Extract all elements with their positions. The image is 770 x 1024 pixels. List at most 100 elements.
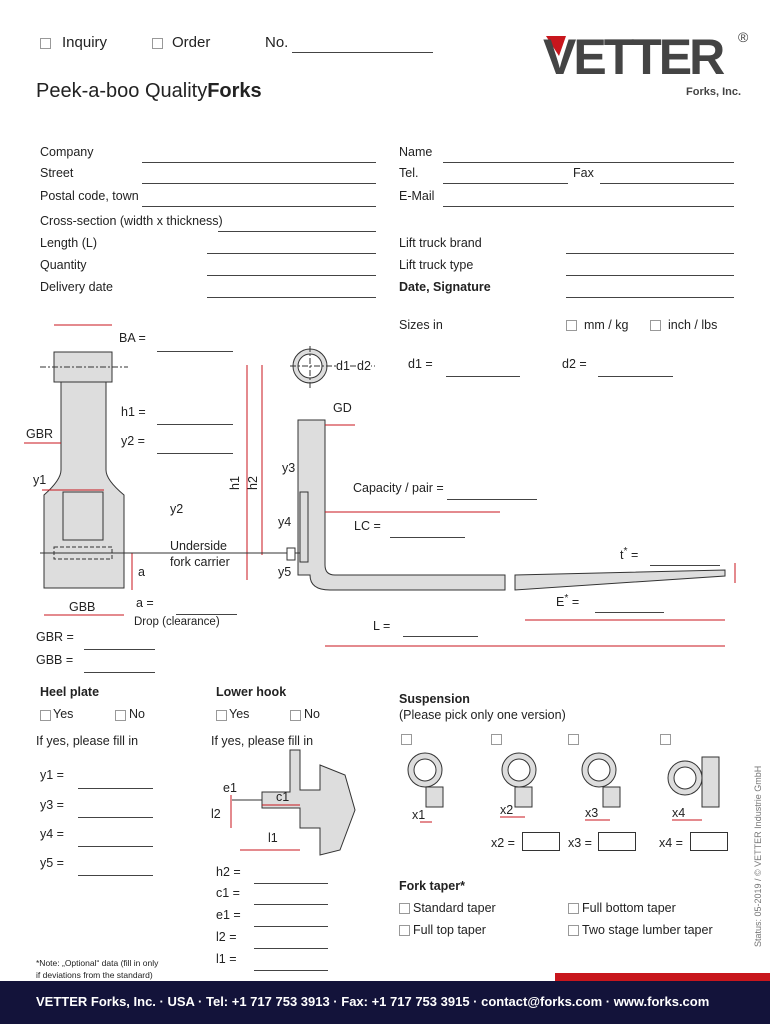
d2-eq-label: d2 = [562,357,587,371]
footer-contact: VETTER Forks, Inc. · USA · Tel: +1 717 7… [36,994,710,1009]
hook-l2-field[interactable] [254,948,328,949]
e1-dim: e1 [223,781,237,795]
e-eq: = [568,595,580,610]
length-field[interactable] [207,253,376,254]
hook-yes-checkbox[interactable] [216,710,227,721]
e-star: * [564,593,569,604]
ba-field[interactable] [157,351,233,352]
email-field[interactable] [443,206,734,207]
heel-no-checkbox[interactable] [115,710,126,721]
suspension-1-checkbox[interactable] [401,734,412,745]
a-eq-label: a = [136,596,154,610]
l2-dim: l2 [211,807,221,821]
quantity-field[interactable] [207,275,376,276]
order-label: Order [172,34,211,51]
hook-e1-field[interactable] [254,926,328,927]
hook-yes-label: Yes [229,707,250,721]
hook-no-label: No [304,707,320,721]
email-label: E-Mail [399,189,435,203]
heel-yes-label: Yes [53,707,74,721]
standard-taper-label: Standard taper [413,901,496,915]
h1-field[interactable] [157,424,233,425]
y2-dim: y2 [170,502,184,516]
name-label: Name [399,145,433,159]
hook-c1-field[interactable] [254,904,328,905]
d2-field[interactable] [598,376,673,377]
heel-yes-checkbox[interactable] [40,710,51,721]
hook-l1-field[interactable] [254,970,328,971]
x2-field[interactable] [522,832,560,851]
l-label: L = [373,619,391,633]
gd-dim: GD [333,401,352,415]
a-field[interactable] [176,614,237,615]
inquiry-checkbox[interactable] [40,38,51,49]
company-label: Company [40,145,94,159]
x3-field[interactable] [598,832,636,851]
hook-no-checkbox[interactable] [290,710,301,721]
gbr-field[interactable] [84,649,155,650]
gbb-field[interactable] [84,672,155,673]
x4-field[interactable] [690,832,728,851]
heel-y3-field[interactable] [78,817,153,818]
two-stage-taper-checkbox[interactable] [568,925,579,936]
d1-dim: d1 [336,359,350,373]
number-field[interactable] [292,52,433,53]
underside-label: Underside [170,539,227,553]
full-top-taper-checkbox[interactable] [399,925,410,936]
gbr-dim: GBR [26,427,54,441]
postal-field[interactable] [142,206,376,207]
y2-field[interactable] [157,453,233,454]
cross-section-field[interactable] [218,231,376,232]
tel-field[interactable] [443,183,568,184]
c1-dim: c1 [276,790,290,804]
x3-eq-label: x3 = [568,836,592,850]
hook-h2-field[interactable] [254,883,328,884]
registered-mark: ® [738,29,749,45]
x3-dim: x3 [585,806,599,820]
suspension-2-checkbox[interactable] [491,734,502,745]
lc-field[interactable] [390,537,465,538]
type-field[interactable] [566,275,734,276]
heel-plate-title: Heel plate [40,685,100,699]
mm-label: mm / kg [584,318,629,332]
t-field[interactable] [650,565,720,566]
standard-taper-checkbox[interactable] [399,903,410,914]
mm-checkbox[interactable] [566,320,577,331]
brand-label: Lift truck brand [399,236,482,250]
delivery-field[interactable] [207,297,376,298]
y5-dim: y5 [278,565,292,579]
lc-label: LC = [354,519,381,533]
lower-hook-title: Lower hook [216,685,287,699]
d1-eq-label: d1 = [408,357,433,371]
fax-field[interactable] [600,183,734,184]
date-signature-field[interactable] [566,297,734,298]
name-field[interactable] [443,162,734,163]
e-field[interactable] [595,612,664,613]
street-field[interactable] [142,183,376,184]
accent-bar [555,973,770,981]
heel-y3-label: y3 = [40,798,64,812]
h2-dim: h2 [245,476,260,490]
gbb-eq-label: GBB = [36,653,74,667]
hook-e1-label: e1 = [216,908,241,922]
d1-field[interactable] [446,376,520,377]
heel-y4-field[interactable] [78,846,153,847]
date-signature-label: Date, Signature [399,280,491,294]
suspension-4-checkbox[interactable] [660,734,671,745]
x4-dim: x4 [672,806,686,820]
y3-dim: y3 [282,461,296,475]
order-checkbox[interactable] [152,38,163,49]
inch-checkbox[interactable] [650,320,661,331]
suspension-3-checkbox[interactable] [568,734,579,745]
full-bottom-taper-checkbox[interactable] [568,903,579,914]
l-field[interactable] [403,636,478,637]
heel-y1-field[interactable] [78,788,153,789]
heel-y5-field[interactable] [78,875,153,876]
x1-dim: x1 [412,808,426,822]
brand-field[interactable] [566,253,734,254]
company-field[interactable] [142,162,376,163]
y4-dim: y4 [278,515,292,529]
fax-label: Fax [573,166,594,180]
capacity-field[interactable] [447,499,537,500]
hook-fill-label: If yes, please fill in [211,734,314,748]
